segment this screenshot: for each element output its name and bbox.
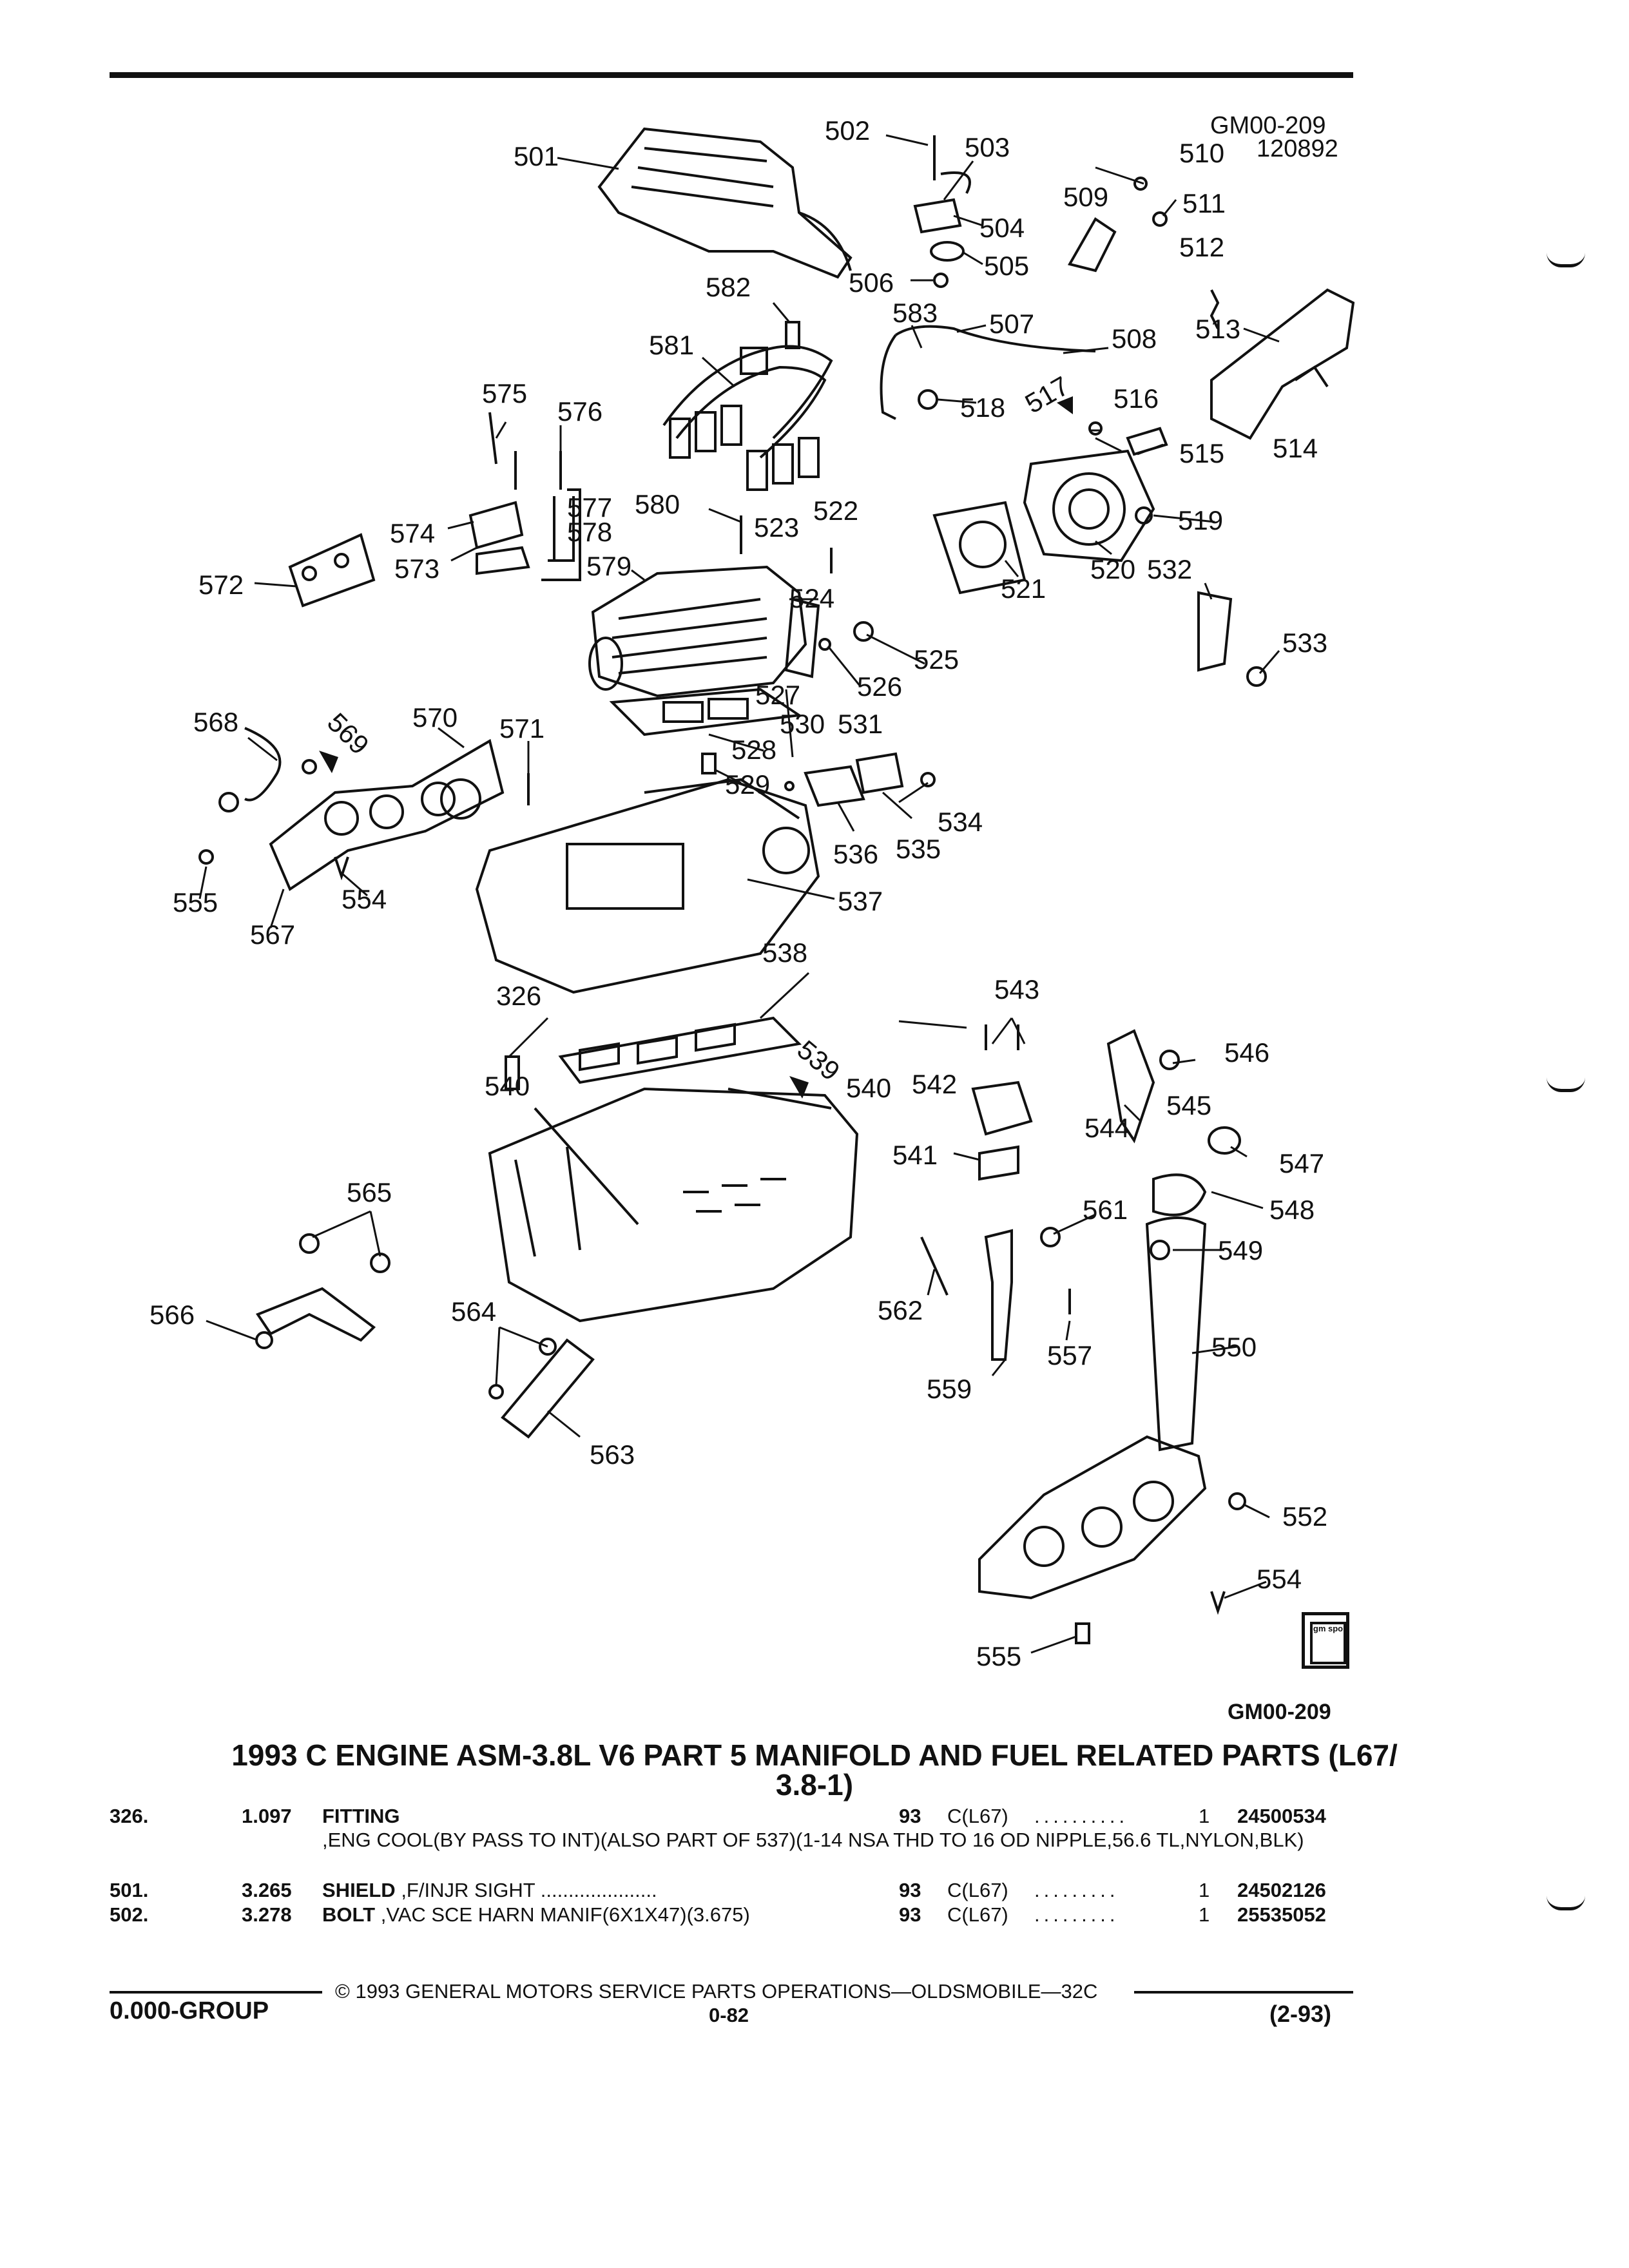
callout-568: 568 — [193, 707, 239, 737]
callout-549: 549 — [1218, 1235, 1264, 1265]
callout-506: 506 — [849, 267, 894, 298]
callout-579: 579 — [586, 551, 632, 581]
callout-515: 515 — [1179, 438, 1225, 468]
callout-537: 537 — [838, 886, 883, 916]
callout-572: 572 — [198, 570, 244, 600]
callout-535: 535 — [896, 834, 941, 864]
footer-rule-left — [110, 1991, 322, 1994]
callout-583: 583 — [892, 298, 938, 328]
callout-521: 521 — [1001, 573, 1046, 604]
callout-544: 544 — [1084, 1113, 1130, 1143]
callout-567: 567 — [250, 919, 296, 950]
callout-576: 576 — [557, 396, 603, 427]
callout-530: 530 — [780, 709, 825, 739]
callout-533: 533 — [1282, 628, 1328, 658]
callout-503: 503 — [965, 132, 1010, 162]
callout-578: 578 — [567, 517, 613, 547]
callout-527: 527 — [755, 680, 801, 710]
callout-571: 571 — [499, 713, 545, 744]
exploded-parts-diagram — [198, 127, 1355, 1654]
footer-copyright: © 1993 GENERAL MOTORS SERVICE PARTS OPER… — [335, 1980, 1098, 2003]
callout-523: 523 — [754, 512, 800, 543]
footer-rule-right — [1134, 1991, 1353, 1994]
callout-326: 326 — [496, 981, 542, 1011]
callout-516: 516 — [1113, 383, 1159, 414]
callout-552: 552 — [1282, 1501, 1328, 1532]
callout-509: 509 — [1063, 182, 1109, 212]
callout-546: 546 — [1224, 1037, 1270, 1068]
callout-529: 529 — [725, 769, 771, 800]
callout-580: 580 — [635, 489, 680, 519]
page-title: 1993 C ENGINE ASM-3.8L V6 PART 5 MANIFOL… — [231, 1738, 1398, 1772]
footer-page-number: 0-82 — [709, 2004, 749, 2026]
gm-spo-logo: gm spo — [1302, 1612, 1349, 1669]
callout-570: 570 — [412, 702, 458, 733]
callout-540-right: 540 — [846, 1073, 892, 1103]
callout-575: 575 — [482, 378, 528, 408]
callout-510: 510 — [1179, 138, 1225, 168]
callout-507: 507 — [989, 309, 1035, 339]
callout-522: 522 — [813, 495, 859, 526]
callout-540-left: 540 — [485, 1071, 530, 1101]
callout-524: 524 — [789, 583, 835, 613]
footer-group: 0.000-GROUP — [110, 1997, 269, 2024]
footer-date: (2-93) — [1269, 2001, 1332, 2027]
callout-538: 538 — [762, 937, 808, 968]
callout-519: 519 — [1178, 505, 1224, 535]
callout-582: 582 — [706, 272, 751, 302]
ref-code: GM00-209 — [1210, 112, 1326, 139]
callout-505: 505 — [984, 251, 1030, 281]
callout-543: 543 — [994, 974, 1040, 1004]
page-title-cont: 3.8-1) — [775, 1768, 854, 1802]
callout-565: 565 — [347, 1177, 392, 1207]
callout-554-left: 554 — [342, 884, 387, 914]
callout-531: 531 — [838, 709, 883, 739]
callout-504: 504 — [979, 213, 1025, 243]
callout-520: 520 — [1090, 554, 1136, 584]
callout-508: 508 — [1112, 323, 1157, 354]
callout-512: 512 — [1179, 232, 1225, 262]
callout-563: 563 — [590, 1439, 635, 1470]
callout-557: 557 — [1047, 1340, 1093, 1370]
callout-526: 526 — [857, 671, 903, 702]
callout-581: 581 — [649, 330, 695, 360]
callout-532: 532 — [1147, 554, 1193, 584]
callout-534: 534 — [938, 807, 983, 837]
callout-511: 511 — [1182, 188, 1226, 218]
callout-518: 518 — [960, 392, 1006, 423]
callout-501: 501 — [514, 141, 559, 171]
callout-541: 541 — [892, 1140, 938, 1170]
callout-554-right: 554 — [1257, 1564, 1302, 1594]
callout-525: 525 — [914, 644, 959, 675]
callout-566: 566 — [149, 1300, 195, 1330]
callout-536: 536 — [833, 839, 879, 869]
callout-528: 528 — [731, 735, 777, 765]
top-rule — [110, 72, 1353, 78]
callout-513: 513 — [1195, 314, 1241, 344]
callout-550: 550 — [1211, 1332, 1257, 1362]
callout-559: 559 — [927, 1374, 972, 1404]
callout-561: 561 — [1083, 1195, 1128, 1225]
callout-562: 562 — [878, 1295, 923, 1325]
callout-542: 542 — [912, 1069, 958, 1099]
callout-555-right: 555 — [976, 1641, 1022, 1671]
callout-547: 547 — [1279, 1148, 1325, 1178]
callout-548: 548 — [1269, 1195, 1315, 1225]
callout-564: 564 — [451, 1296, 497, 1327]
ref-date: 120892 — [1257, 135, 1338, 162]
callout-502: 502 — [825, 115, 871, 146]
callout-545: 545 — [1166, 1090, 1212, 1120]
diagram-ref-code: GM00-209 — [1228, 1700, 1331, 1724]
binder-mark — [1547, 253, 1585, 267]
binder-mark — [1547, 1077, 1585, 1092]
callout-577: 577 — [567, 492, 613, 523]
binder-mark — [1547, 1896, 1585, 1910]
callout-574: 574 — [390, 518, 436, 548]
callout-573: 573 — [394, 553, 440, 584]
callout-555-left: 555 — [173, 887, 218, 918]
callout-514: 514 — [1273, 433, 1318, 463]
